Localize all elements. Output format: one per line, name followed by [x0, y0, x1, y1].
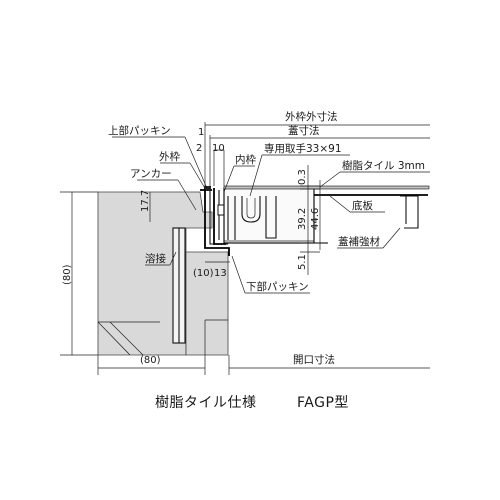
inner-frame-profile [213, 185, 430, 245]
caption-title: 樹脂タイル仕様 [155, 395, 257, 411]
embedded-plate [172, 227, 186, 344]
label-welding: 溶接 [145, 252, 166, 265]
label-outer-frame-outer-dim: 外枠外寸法 [285, 110, 338, 123]
dim-0-3: 0.3 [297, 169, 308, 185]
label-lid-reinforcement: 蓋補強材 [338, 235, 380, 248]
bottom-plate [314, 194, 428, 244]
dim-80-bottom: (80) [140, 355, 161, 366]
dim-13: 13 [214, 268, 227, 279]
label-lid-dim: 蓋寸法 [288, 124, 320, 137]
label-dedicated-handle: 専用取手33×91 [264, 142, 342, 155]
handle [241, 196, 277, 239]
dimension-lines [60, 122, 430, 375]
label-resin-tile: 樹脂タイル 3mm [342, 159, 425, 172]
label-inner-frame: 内枠 [235, 153, 256, 166]
leader-lines [112, 136, 430, 294]
dim-44-6: 44.6 [310, 208, 321, 230]
label-bottom-plate: 底板 [352, 199, 373, 212]
label-outer-frame: 外枠 [159, 150, 180, 163]
dim-1: 1 [198, 127, 204, 138]
dim-39-2: 39.2 [297, 208, 308, 230]
dim-10-low: (10) [193, 268, 214, 279]
dim-80-left: (80) [62, 264, 73, 285]
caption-model: FAGP型 [297, 395, 349, 411]
dim-17-7: 17.7 [140, 190, 151, 212]
dim-5-1: 5.1 [297, 254, 308, 270]
label-anchor: アンカー [130, 168, 172, 180]
label-upper-packing: 上部パッキン [108, 124, 171, 137]
dim-10-top: 10 [212, 143, 225, 154]
dim-2: 2 [196, 143, 202, 154]
label-lower-packing: 下部パッキン [246, 280, 309, 293]
label-opening-dim: 開口寸法 [293, 353, 335, 366]
